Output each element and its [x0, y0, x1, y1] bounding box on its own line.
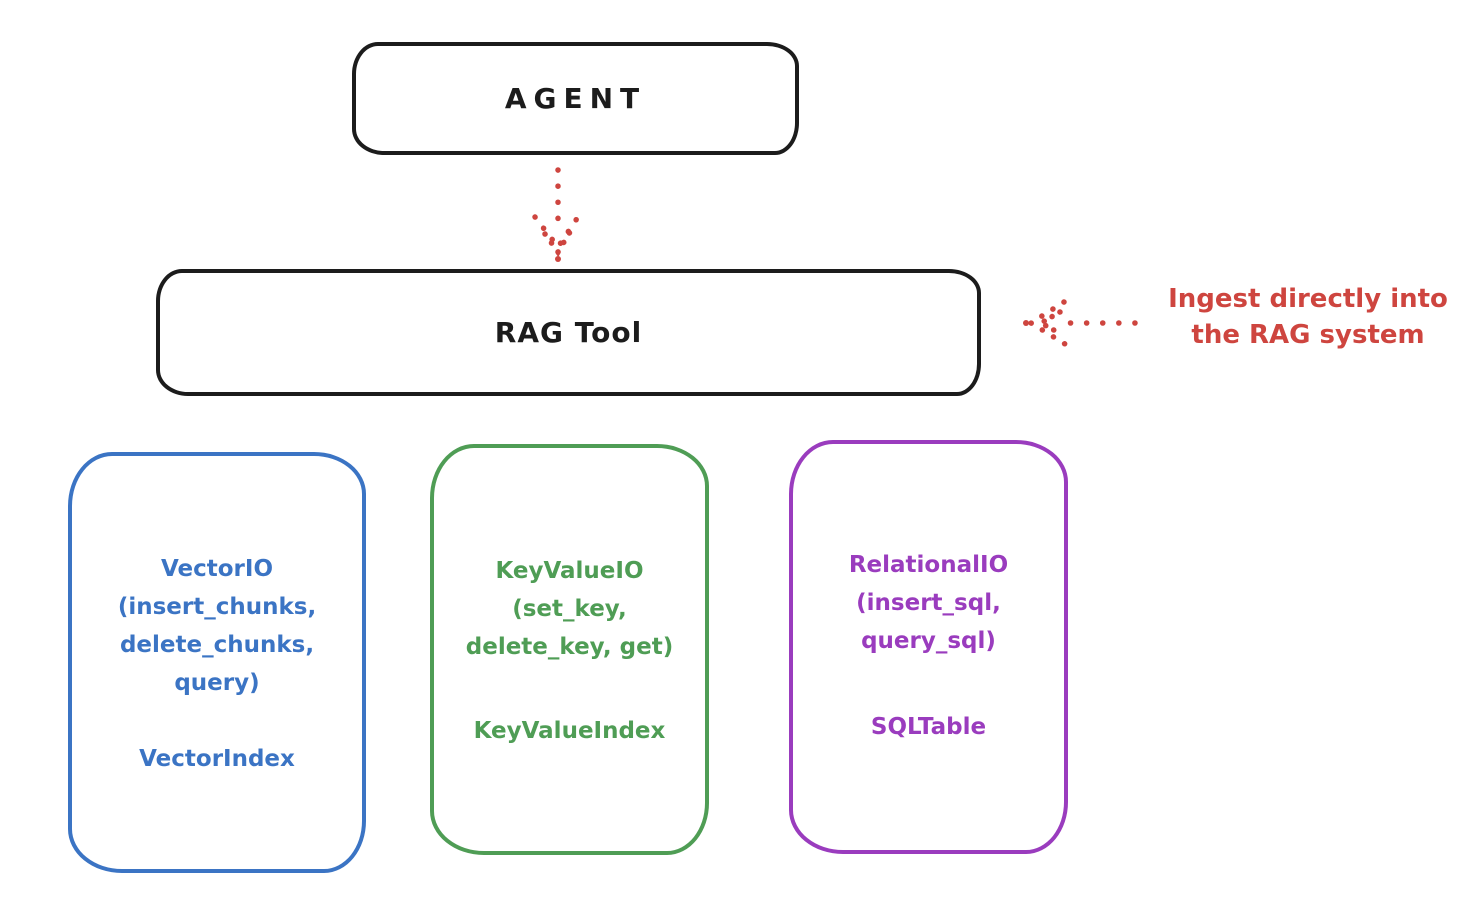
io-line: RelationalIO — [848, 552, 1009, 578]
vector-io-lines: VectorIO (insert_chunks, delete_chunks, … — [72, 550, 362, 702]
io-line: KeyValueIO — [495, 558, 644, 584]
ingest-annotation-line1: Ingest directly into — [1168, 284, 1448, 314]
rag-tool-node: RAG Tool — [156, 269, 981, 396]
keyvalue-io-node: KeyValueIO (set_key, delete_key, get) Ke… — [430, 444, 709, 855]
io-line: query) — [174, 670, 260, 696]
agent-node: AGENT — [352, 42, 799, 155]
io-line: delete_key, get) — [465, 634, 674, 660]
agent-to-rag-arrow-icon — [532, 167, 583, 262]
io-line: query_sql) — [861, 628, 996, 654]
io-line: (set_key, — [512, 596, 627, 622]
vector-index-label: VectorIndex — [139, 746, 295, 772]
vector-io-node: VectorIO (insert_chunks, delete_chunks, … — [68, 452, 366, 873]
io-line: delete_chunks, — [119, 632, 315, 658]
rag-tool-label: RAG Tool — [494, 316, 643, 349]
agent-label: AGENT — [504, 82, 647, 115]
keyvalue-index-label: KeyValueIndex — [473, 718, 666, 744]
io-line: (insert_chunks, — [117, 594, 317, 620]
ingest-annotation: Ingest directly into the RAG system — [1138, 281, 1478, 353]
relational-io-node: RelationalIO (insert_sql, query_sql) SQL… — [789, 440, 1068, 854]
ingest-annotation-arrow-icon — [1023, 299, 1138, 347]
relational-index-label: SQLTable — [870, 714, 987, 740]
io-line: VectorIO — [160, 556, 274, 582]
io-line: (insert_sql, — [856, 590, 1001, 616]
ingest-annotation-line2: the RAG system — [1191, 320, 1425, 350]
keyvalue-io-lines: KeyValueIO (set_key, delete_key, get) — [434, 552, 705, 666]
relational-io-lines: RelationalIO (insert_sql, query_sql) — [793, 546, 1064, 660]
